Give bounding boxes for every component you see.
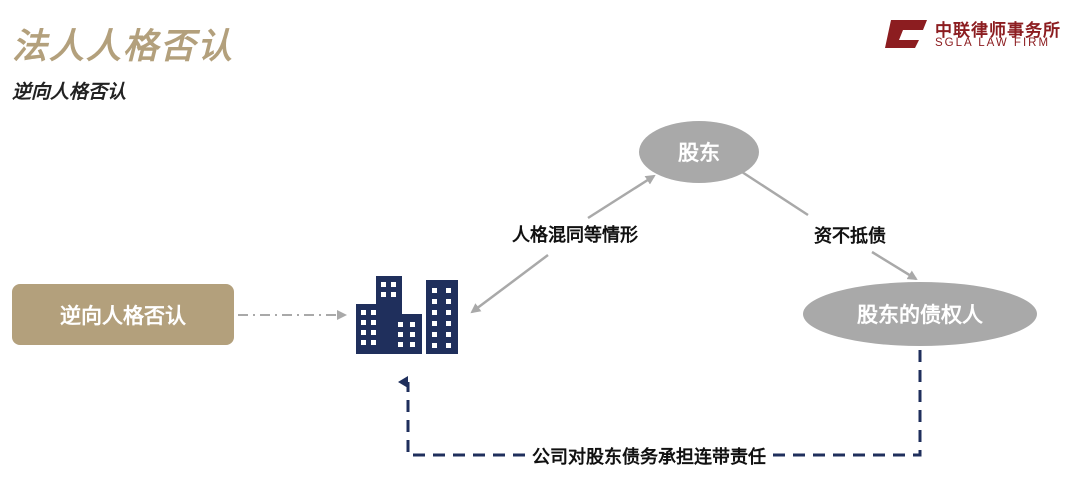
firm-name-en: SGLA LAW FIRM — [935, 37, 1051, 49]
page-subtitle: 逆向人格否认 — [12, 81, 127, 103]
firm-logo: 中联律师事务所 SGLA LAW FIRM — [885, 16, 1075, 52]
page-title: 法人人格否认 — [12, 27, 235, 67]
shareholder-creditor-node: 股东的债权人 — [803, 282, 1037, 346]
insolvent-line-upper — [741, 170, 809, 217]
shareholder-node: 股东 — [639, 121, 759, 183]
mixed-personality-label: 人格混同等情形 — [506, 221, 644, 247]
mix-arrow-upper — [587, 174, 656, 220]
mix-arrow-lower — [470, 254, 549, 314]
reverse-piercing-box: 逆向人格否认 — [12, 284, 234, 345]
joint-liability-path — [398, 350, 922, 457]
firm-logo-mark-icon — [885, 20, 927, 48]
insolvent-arrow-lower — [871, 250, 918, 281]
firm-name-cn: 中联律师事务所 — [935, 21, 1061, 41]
building-icon — [356, 276, 458, 354]
joint-liability-label: 公司对股东债务承担连带责任 — [526, 443, 772, 469]
insolvent-label: 资不抵债 — [808, 222, 892, 248]
